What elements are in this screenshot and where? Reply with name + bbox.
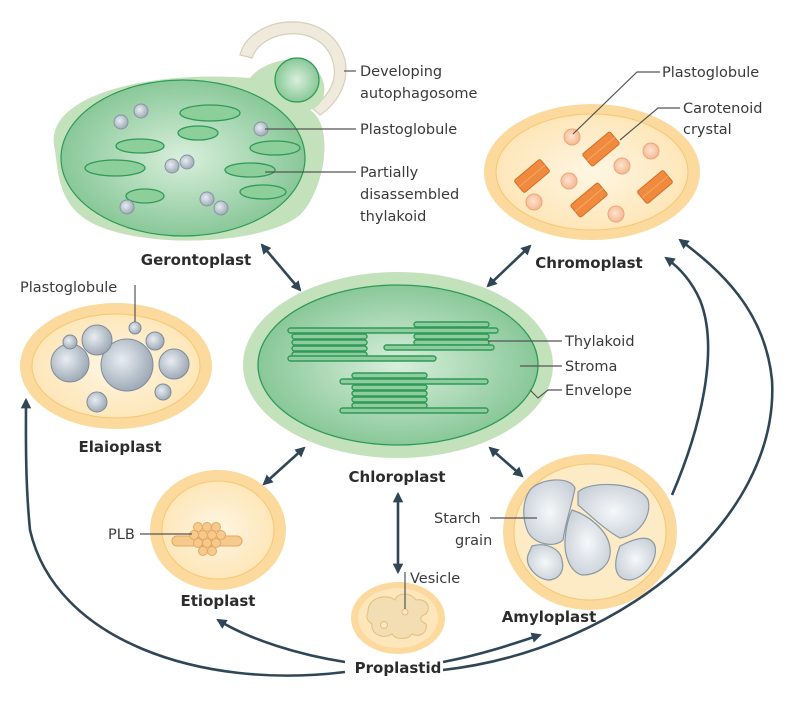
arrow-chloroplast-amyloplast [488,446,524,478]
prolamellar-body [171,522,243,556]
starch-grains [523,479,657,581]
arrow-chloroplast-etioplast [262,446,306,486]
thylakoid-stacks [287,321,499,414]
chloroplast [243,272,553,458]
etioplast [150,470,286,590]
gerontoplast [53,21,347,241]
proplastid [351,582,445,654]
etioplast-name: Etioplast [181,592,256,610]
elaioplast-plastoglobules [50,321,190,413]
arrow-chloroplast-chromoplast [486,244,532,288]
amyloplast-name: Amyloplast [502,608,597,626]
partial-thylakoids [84,104,301,204]
label-starch-grain: Starch grain [434,511,492,549]
proplastid-inner-membrane [366,593,429,640]
label-carotenoid-crystal: Carotenoid crystal [683,101,767,138]
arrow-proplastid-chromoplast [442,238,774,672]
gerontoplast-name: Gerontoplast [141,251,251,269]
carotenoid-crystals [514,131,673,218]
label-developing-autophagosome: Developing autophagosome [360,64,478,102]
label-chromoplast-plastoglobule: Plastoglobule [662,65,759,81]
arrow-chloroplast-gerontoplast [260,243,302,292]
label-elaioplast-plastoglobule: Plastoglobule [20,280,117,296]
label-envelope: Envelope [565,383,632,399]
arrow-proplastid-etioplast [216,618,346,664]
elaioplast-name: Elaioplast [78,438,161,456]
label-stroma: Stroma [565,359,617,375]
label-partially-disassembled-thylakoid: Partially disassembled thylakoid [360,165,464,225]
chromoplast-name: Chromoplast [535,254,642,272]
elaioplast [20,303,212,429]
label-gerontoplast-plastoglobule: Plastoglobule [360,122,457,138]
chromoplast-plastoglobules [525,128,660,223]
chromoplast [484,104,700,240]
amyloplast [503,454,677,610]
autophagosome-shape [239,21,347,116]
chloroplast-name: Chloroplast [349,468,446,486]
label-plb: PLB [108,527,135,543]
arrow-proplastid-amyloplast [442,632,542,664]
label-thylakoid: Thylakoid [564,334,635,350]
label-vesicle: Vesicle [410,571,460,587]
arrow-proplastid-elaioplast [20,397,346,677]
arrow-amyloplast-chromoplast [664,256,710,496]
conversion-arrows [20,238,774,677]
proplastid-name: Proplastid [355,659,442,677]
